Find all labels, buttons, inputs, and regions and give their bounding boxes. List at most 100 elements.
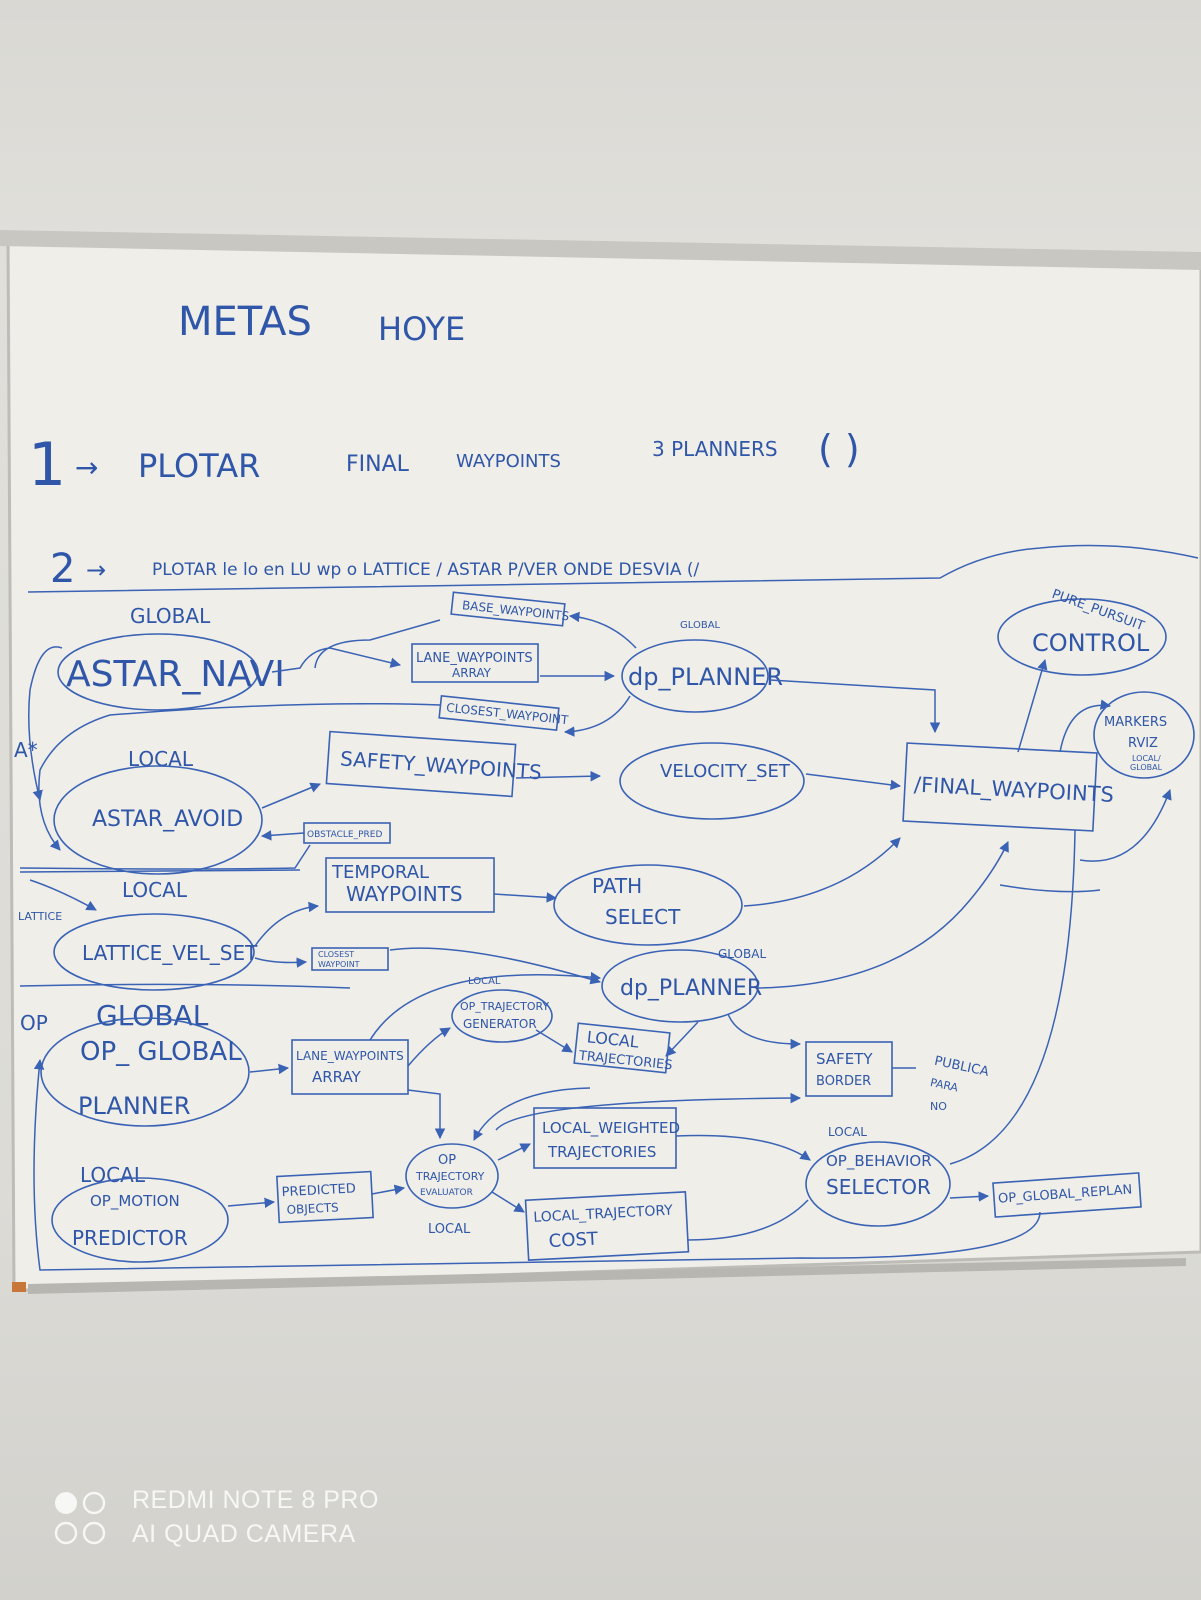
node-op-trajectory-generator-label1: OP_TRAJECTORY bbox=[460, 1000, 549, 1013]
watermark-device: REDMI NOTE 8 PRO bbox=[132, 1486, 379, 1514]
node-lattice-vel-set-label: LATTICE_VEL_SET bbox=[82, 941, 258, 965]
node-op-behavior-selector bbox=[805, 1141, 951, 1227]
title-metas: METAS bbox=[178, 299, 312, 345]
edge-evaluator-cost bbox=[491, 1191, 525, 1213]
node-lane-waypoints-array-2 bbox=[291, 1039, 409, 1095]
edge-final-marker bbox=[1059, 699, 1112, 753]
node-lane-waypoints-array-2-label2: ARRAY bbox=[312, 1068, 362, 1086]
goal2-number: 2 bbox=[50, 546, 75, 592]
node-dp-planner-global bbox=[621, 639, 769, 713]
label-op: OP bbox=[20, 1011, 48, 1035]
node-local-weighted-trajectories-label1: LOCAL_WEIGHTED bbox=[542, 1119, 680, 1138]
camera-watermark: REDMI NOTE 8 PRO AI QUAD CAMERA bbox=[52, 1486, 432, 1556]
edge-lattice-label bbox=[29, 879, 97, 911]
node-marker-rviz-label2: RVIZ bbox=[1128, 736, 1158, 751]
label-lattice: LATTICE bbox=[18, 910, 62, 923]
edge-dp-local-final bbox=[757, 841, 1009, 989]
goal2-arrow: → bbox=[86, 556, 106, 584]
node-op-trajectory-evaluator-label3: EVALUATOR bbox=[420, 1188, 473, 1198]
node-path-select bbox=[553, 864, 743, 946]
node-op-trajectory-generator bbox=[451, 989, 553, 1043]
edge-behavior-replan bbox=[949, 1191, 990, 1202]
zone-global1: GLOBAL bbox=[130, 604, 211, 628]
edge-global-lane2 bbox=[249, 1063, 290, 1075]
node-closest-waypoint-small-label2: WAYPOINT bbox=[318, 960, 360, 969]
edge-lane2-evaluator bbox=[407, 1089, 446, 1140]
node-closest-waypoint-small bbox=[311, 947, 389, 971]
node-path-select-label1: PATH bbox=[592, 874, 642, 898]
edge-behavior-final bbox=[949, 829, 1076, 1165]
node-pure-pursuit bbox=[997, 598, 1167, 676]
label-a-star: A* bbox=[14, 738, 38, 762]
node-safety-border-label2: BORDER bbox=[816, 1074, 871, 1089]
goal1-final: FINAL bbox=[346, 452, 410, 477]
edge-evaluator-weighted bbox=[497, 1143, 531, 1161]
watermark-camera: AI QUAD CAMERA bbox=[132, 1520, 356, 1548]
edge-astar-temporal bbox=[19, 844, 311, 870]
node-safety-border bbox=[805, 1041, 893, 1097]
node-temporal-waypoints-label2: WAYPOINTS bbox=[346, 882, 463, 906]
node-final-waypoints bbox=[902, 742, 1098, 832]
node-predicted-objects-label2: OBJECTS bbox=[286, 1200, 339, 1217]
whiteboard-top-frame bbox=[0, 230, 1201, 270]
edge-astar-safety bbox=[261, 782, 321, 809]
goal1-number: 1 bbox=[28, 430, 66, 500]
node-lane-waypoints-array bbox=[411, 643, 539, 683]
node-closest-waypoint-small-label1: CLOSEST bbox=[318, 950, 354, 959]
node-op-behavior-selector-label1: OP_BEHAVIOR bbox=[826, 1152, 932, 1171]
node-op-trajectory-evaluator-label1: OP bbox=[438, 1153, 456, 1168]
node-obstacle-pred-label: OBSTACLE_PRED bbox=[307, 830, 382, 840]
node-safety-waypoints bbox=[325, 730, 517, 798]
node-base-waypoints bbox=[450, 591, 566, 627]
zone-local3: LOCAL bbox=[80, 1163, 146, 1187]
edge-velocity-final bbox=[805, 773, 902, 791]
node-temporal-waypoints-label1: TEMPORAL bbox=[331, 862, 429, 883]
node-dp-planner-global-note: GLOBAL bbox=[680, 620, 721, 631]
edge-cost-behavior bbox=[687, 1199, 809, 1241]
node-local-trajectory-cost bbox=[524, 1191, 690, 1261]
node-pure-pursuit-label2: CONTROL bbox=[1032, 629, 1150, 657]
edge-replan-back bbox=[33, 1058, 1041, 1271]
node-marker-rviz-label3: LOCAL/ bbox=[1132, 754, 1161, 763]
goal1-arrow: → bbox=[75, 451, 98, 484]
publica-note-3: NO bbox=[930, 1100, 947, 1113]
edge-obstacle-astar bbox=[260, 830, 305, 841]
node-astar-avoid-label: ASTAR_AVOID bbox=[92, 807, 243, 832]
node-marker-rviz bbox=[1093, 691, 1195, 779]
node-predicted-objects-label1: PREDICTED bbox=[281, 1181, 356, 1200]
edge-dp-local-localtraj bbox=[665, 1021, 699, 1057]
marker-cap bbox=[12, 1282, 26, 1292]
node-lane-waypoints-array-2-label1: LANE_WAYPOINTS bbox=[296, 1049, 404, 1063]
node-op-trajectory-evaluator-label2: TRAJECTORY bbox=[415, 1170, 485, 1183]
whiteboard-bottom-frame bbox=[28, 1258, 1186, 1294]
edge-dp-closest bbox=[563, 695, 631, 737]
node-op-behavior-selector-label2: SELECTOR bbox=[826, 1175, 931, 1199]
node-op-trajectory-evaluator-note: LOCAL bbox=[428, 1222, 471, 1237]
edge-dp-local-safety bbox=[727, 1013, 802, 1050]
edge-predicted-evaluator bbox=[371, 1184, 406, 1195]
edge-temporal-path bbox=[493, 892, 558, 903]
edge-closest-loop bbox=[38, 703, 441, 851]
edge-motion-predicted bbox=[227, 1197, 276, 1209]
edge-final-pure-pursuit bbox=[1017, 658, 1048, 753]
node-lane-waypoints-array-label1: LANE_WAYPOINTS bbox=[416, 651, 533, 666]
node-op-trajectory-evaluator bbox=[405, 1143, 499, 1209]
title-hoye: HOYE bbox=[378, 310, 465, 348]
node-predicted-objects bbox=[276, 1170, 374, 1224]
edge-behavior-final-right bbox=[999, 884, 1101, 893]
zone-local2: LOCAL bbox=[122, 878, 188, 902]
goal1-brackets: ( ) bbox=[818, 427, 860, 471]
goal1-planners: 3 PLANNERS bbox=[652, 437, 778, 461]
node-local-trajectory-cost-label2: COST bbox=[548, 1228, 599, 1252]
node-lane-waypoints-array-label2: ARRAY bbox=[452, 666, 492, 680]
edge-lane-base bbox=[314, 619, 441, 669]
node-marker-rviz-label1: MARKERS bbox=[1104, 715, 1167, 730]
quad-camera-logo-icon bbox=[54, 1491, 106, 1545]
node-op-motion-predictor bbox=[51, 1177, 229, 1263]
diagram-edges bbox=[19, 611, 1172, 1271]
edge-generator-localtraj bbox=[535, 1029, 573, 1053]
node-astar-navi-label: ASTAR_NAVI bbox=[66, 654, 285, 695]
goal1-plotar: PLOTAR bbox=[138, 447, 260, 485]
edge-closest-dp-local bbox=[389, 947, 602, 985]
